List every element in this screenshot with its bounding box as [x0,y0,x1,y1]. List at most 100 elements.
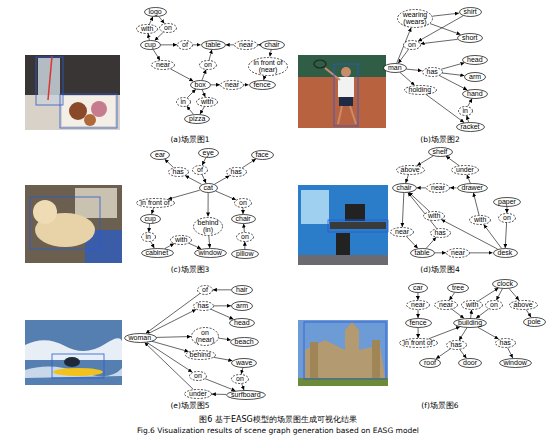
relation-arrow [468,99,472,107]
object-node: fence [405,318,432,328]
relation-ellipse [194,217,223,235]
relation-arrow [155,32,164,40]
object-node: hair [231,285,253,295]
object-ellipse [457,184,487,193]
relation-arrow [270,50,271,57]
object-ellipse [199,184,217,193]
relation-arrow [426,94,464,122]
relation-ellipse [221,81,244,90]
node-text: box [195,81,206,89]
photo-desk [330,222,386,229]
node-text: above [401,166,420,174]
relation-ellipse [190,372,207,381]
relation-arrow [417,293,418,300]
node-text: shelf [433,148,448,156]
photo-surfboard [53,368,103,376]
relation-node: in [176,97,191,107]
object-node: car [408,283,428,293]
relation-node: has [226,167,247,177]
object-node: woman [124,333,157,343]
bounding-box [334,64,358,126]
node-text: on (near) [194,329,216,344]
relation-arrow [417,187,426,188]
object-ellipse [454,319,487,328]
object-node: hand [462,89,488,99]
relation-arrow [400,72,415,85]
node-text: beach [235,338,254,346]
relation-ellipse [495,339,515,348]
relation-node: has [422,67,443,77]
node-text: chair [236,215,251,223]
relation-node: on [159,23,177,33]
node-text: racket [461,123,480,131]
relation-arrow [467,175,470,183]
relation-node: on [236,232,254,242]
photo-donut [84,114,96,126]
object-ellipse [494,198,521,207]
relation-arrow [476,309,489,319]
relation-node: wearing (wears) [397,9,433,28]
relation-node: of [192,165,208,175]
photo-arm [325,68,340,80]
object-node: arm [231,301,253,311]
node-text: hair [236,286,248,294]
relation-ellipse [237,233,254,242]
object-node: drawer [457,183,488,193]
relation-ellipse [404,86,436,95]
relation-arrow [398,49,408,63]
object-ellipse [140,41,160,50]
relation-ellipse [176,98,190,107]
node-text: roof [424,359,436,367]
object-node: cabinet [141,248,174,258]
relation-arrow [213,289,231,290]
relation-node: of [177,40,193,50]
node-text: near [431,184,445,192]
photo-head [341,67,351,77]
photo-floor [298,255,388,265]
relation-ellipse [398,9,433,27]
node-text: building [458,319,482,327]
relation-node: on [189,371,207,381]
node-text: on [236,375,244,383]
node-text: near [239,41,253,49]
relation-node: behind [185,350,216,360]
subfigure-label: (b)场景图2 [420,136,459,144]
photo-bg [298,185,388,265]
node-text: drawer [462,184,483,192]
node-text: wearing (wears) [400,11,430,26]
node-text: near [156,61,170,69]
bounding-box [30,197,100,249]
relation-arrow [208,236,210,248]
node-text: has [427,68,438,76]
node-text: near [439,301,453,309]
object-node: face [251,150,274,160]
relation-arrow [213,357,232,360]
node-text: fence [254,81,271,89]
node-text: head [467,56,483,64]
relation-ellipse [452,166,479,175]
relation-arrow [509,288,519,300]
object-ellipse [231,215,255,224]
object-ellipse [493,280,518,289]
object-ellipse [140,215,160,224]
node-text: on [194,372,202,380]
relation-arrow [409,192,430,211]
relation-arrow [211,84,220,85]
relation-ellipse [226,168,246,177]
node-text: table [415,249,430,257]
relation-arrow [406,236,417,248]
relation-node: with [469,215,491,225]
bounding-box [60,94,117,128]
node-text: cabinet [146,249,169,257]
relation-ellipse [458,107,472,116]
relation-arrow [243,224,245,232]
relation-ellipse [435,301,458,310]
relation-ellipse [198,286,213,295]
relation-arrow [418,328,419,338]
object-ellipse [198,149,218,158]
relation-ellipse [200,61,217,70]
node-text: with [175,236,187,244]
object-node: building [453,318,487,328]
object-ellipse [465,73,486,82]
object-ellipse [428,148,452,157]
